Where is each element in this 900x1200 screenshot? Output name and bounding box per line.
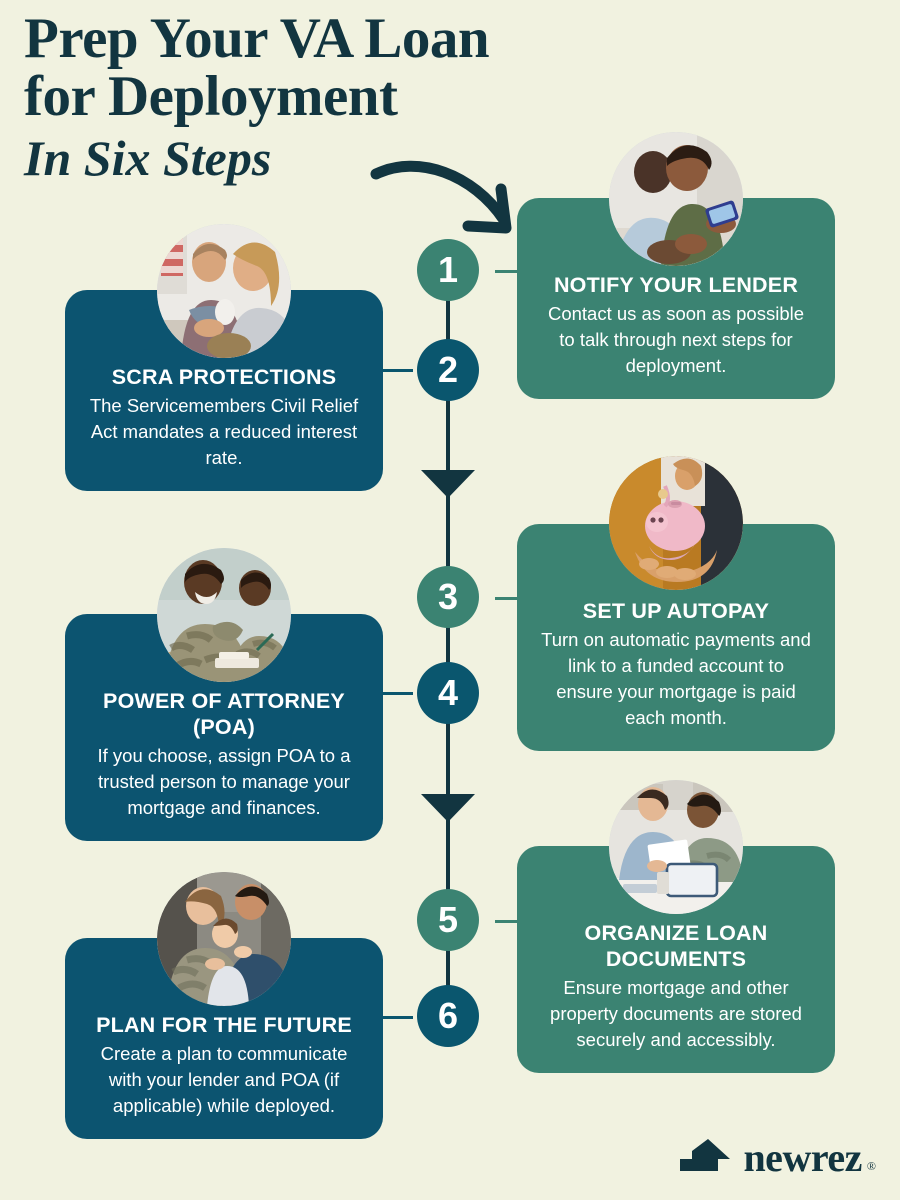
timeline-spine bbox=[446, 268, 450, 1020]
step-number-5-label: 5 bbox=[437, 899, 459, 940]
step-number-4-label: 4 bbox=[437, 672, 459, 713]
step-number-3-label: 3 bbox=[437, 576, 459, 617]
registered-trademark-icon: ® bbox=[866, 1159, 876, 1173]
title-line-1: Prep Your VA Loan bbox=[24, 7, 490, 70]
page-title: Prep Your VA Loan for Deployment In Six … bbox=[24, 10, 724, 188]
title-line-2: for Deployment bbox=[24, 65, 398, 128]
step-number-1-label: 1 bbox=[437, 249, 459, 290]
step-card-1-title: NOTIFY YOUR LENDER bbox=[553, 273, 799, 297]
documents-review-photo bbox=[609, 780, 743, 914]
step-number-2-label: 2 bbox=[437, 349, 459, 390]
curved-arrow-icon bbox=[368, 148, 533, 243]
step-card-5[interactable]: ORGANIZE LOAN DOCUMENTS Ensure mortgage … bbox=[517, 846, 835, 1073]
connector-step-5 bbox=[495, 920, 535, 923]
step-card-3-body: Turn on automatic payments and link to a… bbox=[541, 629, 811, 728]
title-subtitle: In Six Steps bbox=[24, 130, 272, 186]
soldiers-meeting-photo bbox=[157, 548, 291, 682]
step-number-3[interactable]: 3 bbox=[417, 566, 479, 628]
spine-arrowhead-2 bbox=[421, 792, 475, 822]
step-card-4-body: If you choose, assign POA to a trusted p… bbox=[97, 745, 351, 818]
couple-talking-photo bbox=[157, 224, 291, 358]
newrez-logo-text: newrez bbox=[743, 1135, 862, 1180]
newrez-logo[interactable]: newrez ® bbox=[678, 1138, 876, 1178]
connector-step-4 bbox=[365, 692, 413, 695]
piggy-bank-photo bbox=[609, 456, 743, 590]
step-number-4[interactable]: 4 bbox=[417, 662, 479, 724]
house-roof-icon bbox=[678, 1138, 734, 1178]
spine-arrowhead-1 bbox=[421, 468, 475, 498]
step-card-3-title: SET UP AUTOPAY bbox=[582, 599, 770, 623]
step-number-6-label: 6 bbox=[437, 995, 459, 1036]
step-card-1-body: Contact us as soon as possible to talk t… bbox=[547, 303, 805, 376]
step-number-1[interactable]: 1 bbox=[417, 239, 479, 301]
step-number-5[interactable]: 5 bbox=[417, 889, 479, 951]
step-card-6-title: PLAN FOR THE FUTURE bbox=[96, 1013, 352, 1037]
step-number-2[interactable]: 2 bbox=[417, 339, 479, 401]
step-card-6-body: Create a plan to communicate with your l… bbox=[100, 1043, 348, 1116]
step-card-4-title: POWER OF ATTORNEY (POA) bbox=[103, 689, 345, 739]
step-card-3[interactable]: SET UP AUTOPAY Turn on automatic payment… bbox=[517, 524, 835, 751]
step-card-5-title: ORGANIZE LOAN DOCUMENTS bbox=[584, 921, 768, 971]
military-family-photo bbox=[157, 872, 291, 1006]
step-card-5-body: Ensure mortgage and other property docum… bbox=[550, 977, 802, 1050]
step-card-2-title: SCRA PROTECTIONS bbox=[111, 365, 337, 389]
connector-step-2 bbox=[365, 369, 413, 372]
couple-with-phone-photo bbox=[609, 132, 743, 266]
connector-step-3 bbox=[495, 597, 535, 600]
connector-step-1 bbox=[495, 270, 535, 273]
step-card-2-body: The Servicemembers Civil Relief Act mand… bbox=[89, 395, 359, 468]
step-number-6[interactable]: 6 bbox=[417, 985, 479, 1047]
connector-step-6 bbox=[365, 1016, 413, 1019]
